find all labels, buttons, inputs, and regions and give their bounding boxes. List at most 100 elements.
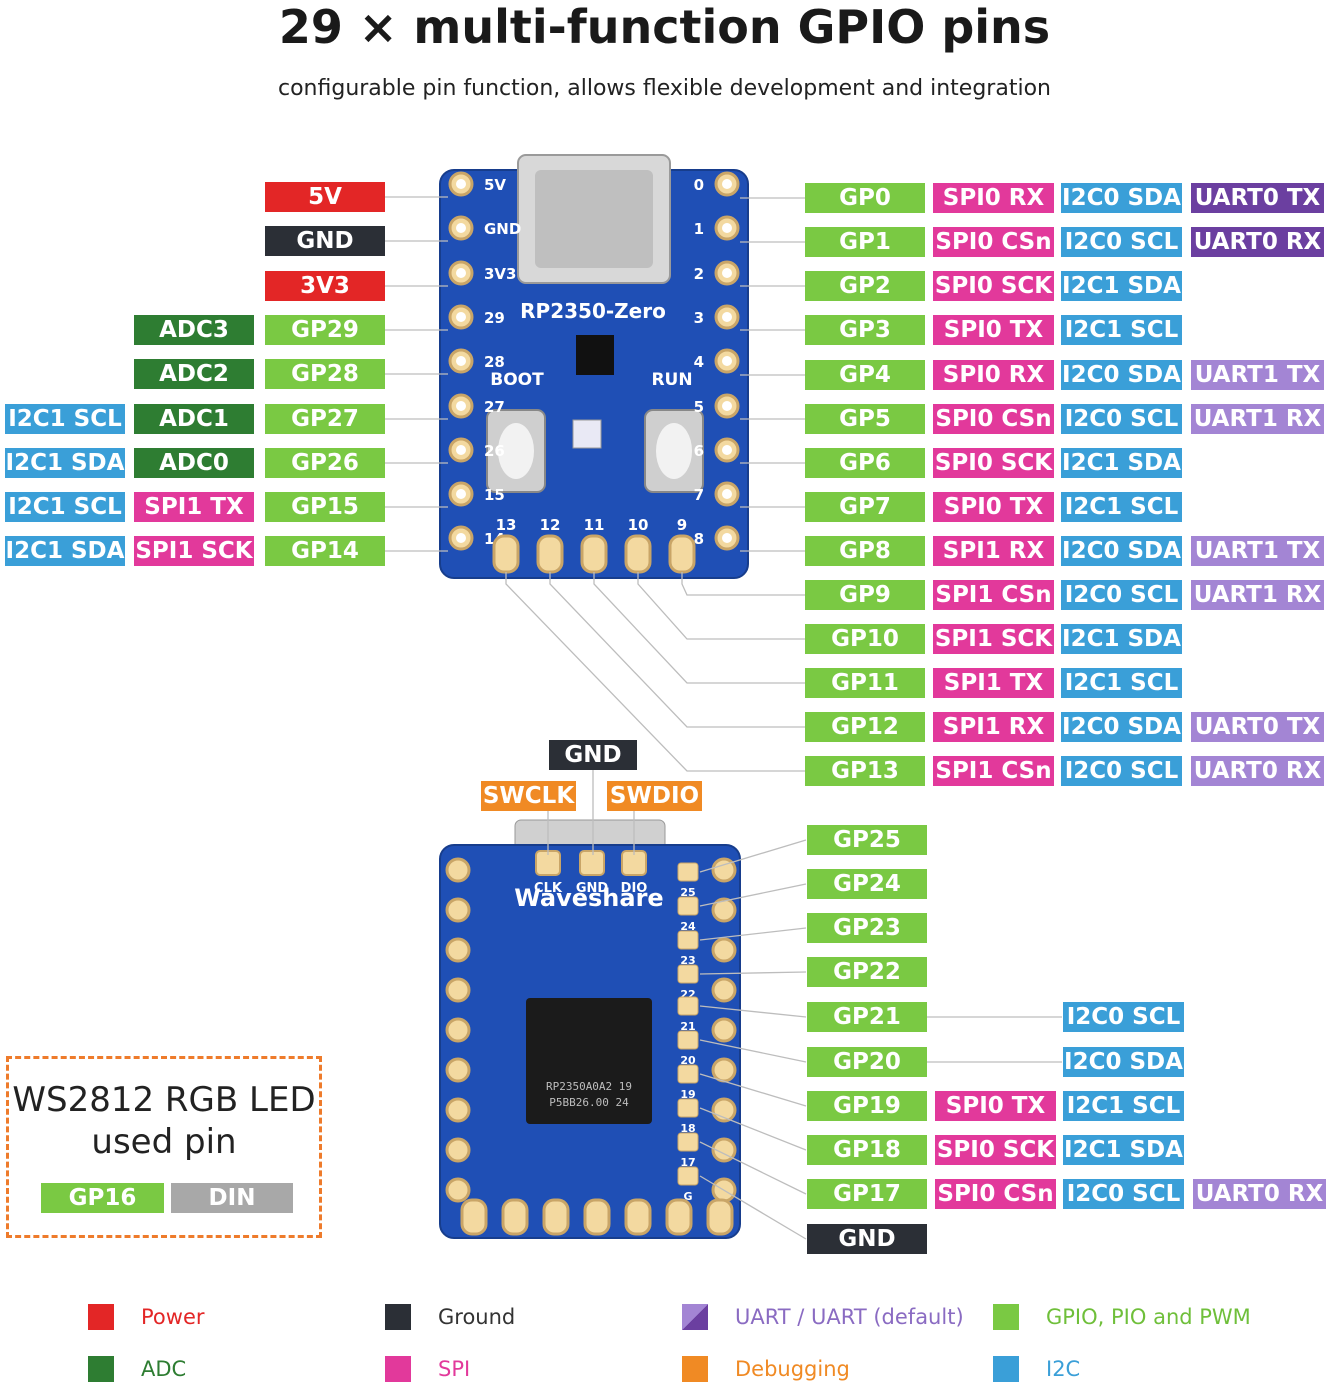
top-right-pad-hole — [722, 179, 732, 189]
top-bottom-pin-number: 10 — [628, 516, 649, 534]
right-pin-label: GP13 — [805, 756, 925, 786]
top-left-pin-number: 28 — [484, 353, 505, 371]
bottom-edge-pad — [624, 1198, 652, 1236]
bottom-right-leader — [699, 927, 807, 941]
right-pin-label: UART1 TX — [1191, 360, 1324, 390]
top-bottom-pad — [624, 534, 652, 574]
top-left-pin-number: 5V — [484, 176, 506, 194]
left-pin-label: I2C1 SDA — [5, 448, 125, 478]
swd-pad — [579, 850, 605, 876]
ws2812-title: WS2812 RGB LED used pin — [9, 1079, 319, 1163]
right-pin-label: I2C0 SCL — [1061, 404, 1182, 434]
legend-label: UART / UART (default) — [735, 1305, 964, 1329]
top-left-pin-number: 3V3 — [484, 265, 516, 283]
right-pin-label: GP3 — [805, 315, 925, 345]
bottom-right-pad — [711, 1137, 737, 1163]
bottom-smd-pad — [677, 930, 699, 950]
left-pin-label: GP27 — [265, 404, 385, 434]
legend-label: I2C — [1046, 1357, 1081, 1381]
bottom-pin-number: 24 — [680, 920, 696, 933]
legend-swatch — [88, 1304, 114, 1330]
debug-swdio-label: SWDIO — [607, 781, 702, 811]
right-pin-label: SPI1 CSn — [933, 580, 1054, 610]
top-right-pad-hole — [722, 489, 732, 499]
bottom-right-pad — [711, 1057, 737, 1083]
top-right-pad-hole — [722, 223, 732, 233]
legend-swatch — [682, 1304, 708, 1330]
bottom-pin-label: GP20 — [807, 1047, 927, 1077]
right-pin-label: SPI1 SCK — [933, 624, 1054, 654]
right-pin-label: SPI0 TX — [933, 492, 1054, 522]
run-label: RUN — [651, 370, 692, 390]
left-pin-label: GP15 — [265, 492, 385, 522]
top-left-pin-number: 15 — [484, 486, 505, 504]
bottom-right-leader — [699, 1073, 807, 1107]
top-left-pad-hole — [456, 356, 466, 366]
right-pin-label: I2C1 SCL — [1061, 492, 1182, 522]
right-pin-label: UART1 RX — [1191, 580, 1324, 610]
top-bottom-pad — [580, 534, 608, 574]
top-bottom-pin-number: 9 — [677, 516, 687, 534]
bottom-right-leader — [699, 839, 807, 873]
top-right-pin-number: 1 — [694, 220, 704, 238]
bottom-pin-label: GP19 — [807, 1091, 927, 1121]
right-pin-label: I2C0 SCL — [1061, 756, 1182, 786]
left-pin-label: GP28 — [265, 359, 385, 389]
bottom-leader-line — [681, 572, 805, 596]
top-bottom-pad — [492, 534, 520, 574]
right-pin-label: GP0 — [805, 183, 925, 213]
right-pin-label: GP1 — [805, 227, 925, 257]
bottom-pin-label: GP25 — [807, 825, 927, 855]
right-pin-label: SPI1 TX — [933, 668, 1054, 698]
bottom-edge-pad — [501, 1198, 529, 1236]
bottom-right-leader — [699, 1175, 807, 1240]
top-right-pad-hole — [722, 268, 732, 278]
right-pin-label: GP5 — [805, 404, 925, 434]
boot-label: BOOT — [490, 370, 544, 390]
ws2812-title-line2: used pin — [91, 1122, 237, 1162]
top-left-pad-hole — [456, 533, 466, 543]
usb-c-shell — [535, 170, 653, 268]
top-right-pad-hole — [722, 445, 732, 455]
bottom-smd-pad — [677, 1064, 699, 1084]
right-pin-label: GP12 — [805, 712, 925, 742]
bottom-left-pad — [445, 1097, 471, 1123]
left-pin-label: ADC0 — [134, 448, 254, 478]
legend-swatch — [993, 1304, 1019, 1330]
bottom-edge-pad — [665, 1198, 693, 1236]
bottom-pin-number: 20 — [680, 1054, 696, 1067]
debug-gnd-label: GND — [549, 740, 637, 770]
left-pin-label: GND — [265, 226, 385, 256]
bottom-smd-pad — [677, 896, 699, 916]
bottom-left-pad — [445, 937, 471, 963]
page-subtitle: configurable pin function, allows flexib… — [278, 76, 1051, 101]
top-left-pin-number: GND — [484, 220, 521, 238]
bottom-left-pad — [445, 1177, 471, 1203]
bottom-edge-pad — [706, 1198, 734, 1236]
top-left-pin-number: 26 — [484, 442, 505, 460]
bottom-right-pad — [711, 937, 737, 963]
top-left-pin-number: 27 — [484, 398, 505, 416]
top-bottom-pin-number: 13 — [496, 516, 517, 534]
bottom-pin-label: UART0 RX — [1193, 1179, 1326, 1209]
ws2812-info-box: WS2812 RGB LED used pin GP16 DIN — [6, 1056, 322, 1238]
bottom-pin-number: 19 — [680, 1088, 695, 1101]
bottom-pin-number: 17 — [680, 1156, 695, 1169]
right-pin-label: I2C1 SDA — [1061, 271, 1182, 301]
bottom-pin-label: SPI0 TX — [935, 1091, 1056, 1121]
ws2812-pin-label: GP16 — [41, 1183, 164, 1213]
bottom-leader-line — [505, 572, 805, 772]
top-left-pad-hole — [456, 401, 466, 411]
top-left-pad-hole — [456, 223, 466, 233]
top-right-pin-number: 8 — [694, 530, 704, 548]
right-pin-label: GP11 — [805, 668, 925, 698]
right-pin-label: UART0 RX — [1191, 756, 1324, 786]
debug-swclk-label: SWCLK — [481, 781, 576, 811]
bottom-leader-line — [637, 572, 805, 640]
bottom-smd-pad — [677, 1166, 699, 1186]
bottom-pin-label: I2C0 SCL — [1063, 1002, 1184, 1032]
ws2812-title-line1: WS2812 RGB LED — [12, 1080, 316, 1120]
top-right-pin-number: 3 — [694, 309, 704, 327]
bottom-right-pad — [711, 1017, 737, 1043]
